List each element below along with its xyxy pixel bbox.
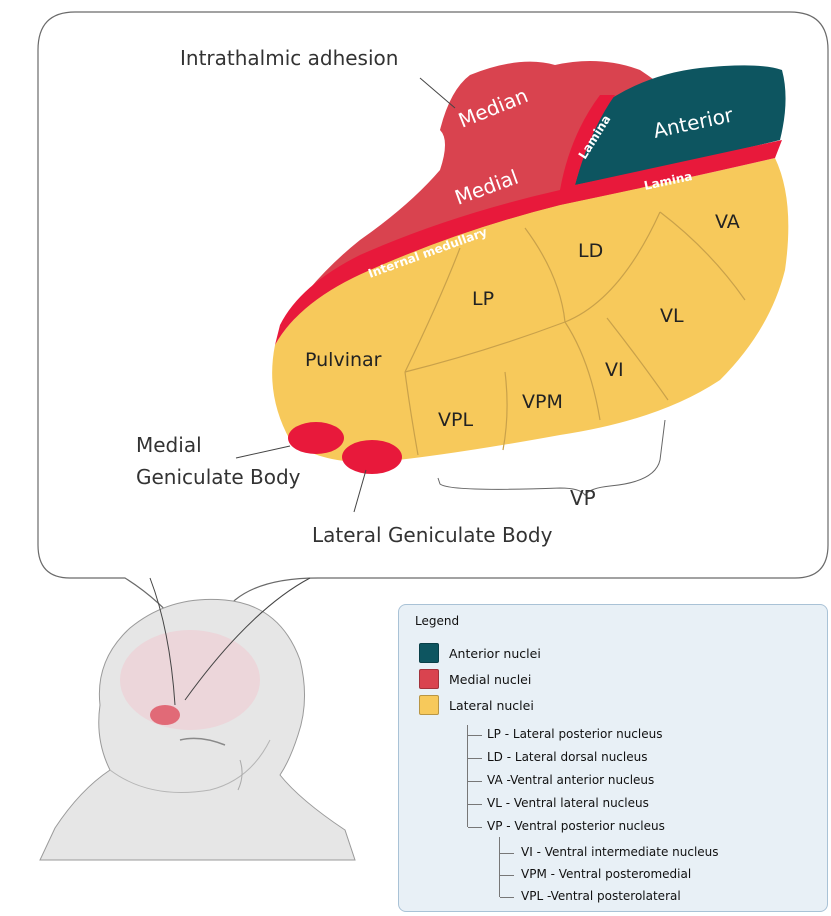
legend-item-lateral: Lateral nuclei — [419, 695, 534, 715]
legend-panel: Legend Anterior nuclei Medial nuclei Lat… — [398, 604, 828, 912]
legend-label: Medial nuclei — [449, 672, 531, 687]
swatch-anterior — [419, 643, 439, 663]
label-intrathalamic-adhesion: Intrathalmic adhesion — [180, 46, 398, 70]
legend-sub-vpm: VPM - Ventral posteromedial — [521, 867, 691, 881]
label-ld: LD — [578, 240, 603, 262]
label-lateral-geniculate: Lateral Geniculate Body — [312, 523, 553, 547]
legend-sub-va: VA -Ventral anterior nucleus — [487, 773, 654, 787]
label-medial-geniculate-2: Geniculate Body — [136, 465, 301, 489]
tree-line-vp — [499, 837, 500, 897]
legend-label: Lateral nuclei — [449, 698, 534, 713]
label-pulvinar: Pulvinar — [305, 349, 382, 371]
label-vp: VP — [570, 486, 596, 510]
label-vi: VI — [605, 359, 624, 381]
thalamus-highlight — [150, 705, 180, 725]
legend-sub-lp: LP - Lateral posterior nucleus — [487, 727, 662, 741]
medial-geniculate-body — [288, 422, 344, 454]
legend-sub-vpl: VPL -Ventral posterolateral — [521, 889, 681, 903]
legend-item-anterior: Anterior nuclei — [419, 643, 541, 663]
legend-sub-vp: VP - Ventral posterior nucleus — [487, 819, 665, 833]
legend-sub-ld: LD - Lateral dorsal nucleus — [487, 750, 647, 764]
lateral-geniculate-body — [342, 440, 402, 474]
legend-label: Anterior nuclei — [449, 646, 541, 661]
label-vl: VL — [660, 305, 684, 327]
label-va: VA — [715, 211, 740, 233]
brain-region — [120, 630, 260, 730]
legend-item-medial: Medial nuclei — [419, 669, 531, 689]
legend-sub-vi: VI - Ventral intermediate nucleus — [521, 845, 719, 859]
head-illustration — [40, 599, 355, 860]
swatch-lateral — [419, 695, 439, 715]
label-vpm: VPM — [522, 391, 563, 413]
label-vpl: VPL — [438, 409, 473, 431]
label-medial-geniculate-1: Medial — [136, 433, 202, 457]
legend-sub-vl: VL - Ventral lateral nucleus — [487, 796, 649, 810]
legend-title: Legend — [415, 614, 459, 628]
swatch-medial — [419, 669, 439, 689]
tree-line-lateral — [467, 725, 468, 827]
label-lp: LP — [472, 288, 494, 310]
